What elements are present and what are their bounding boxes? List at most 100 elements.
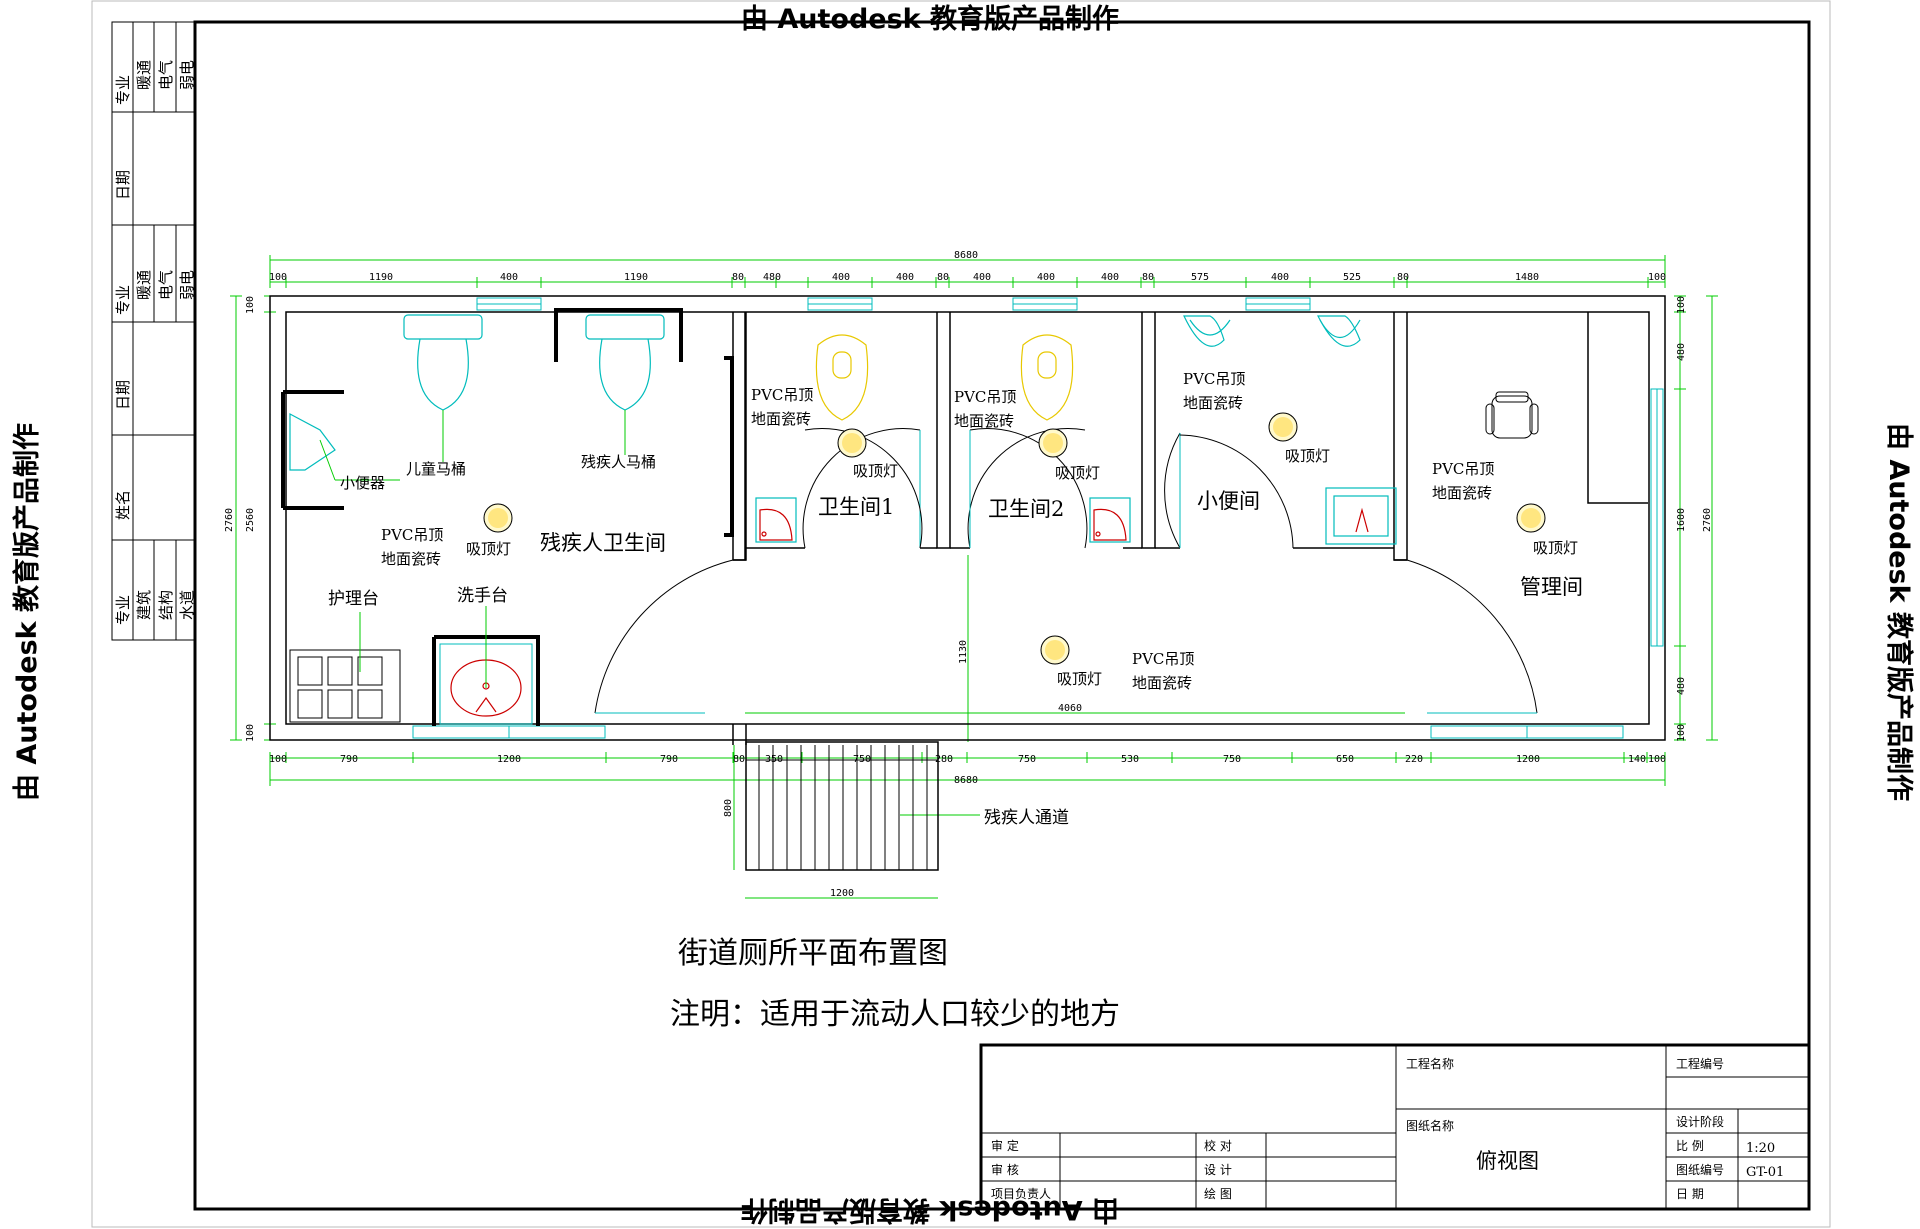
dim-corridor-width: 4060 bbox=[1058, 703, 1082, 714]
label-light-corridor: 吸顶灯 bbox=[1057, 670, 1102, 688]
dim-top-8: 80 bbox=[937, 272, 949, 283]
dimension-text-vertical: 2760 2560 100 100 100 480 1600 480 100 2… bbox=[224, 296, 1713, 899]
title-block-text: 工程名称 工程编号 图纸名称 俯视图 设计阶段 比 例 1:20 图纸编号 GT… bbox=[991, 1056, 1784, 1201]
label-ceiling-urinal: PVC吊顶 bbox=[1183, 370, 1245, 388]
tb-review-label: 审 定 bbox=[991, 1138, 1019, 1153]
leader-lines bbox=[319, 410, 626, 688]
side-item-hvac-1: 暖通 bbox=[135, 60, 153, 90]
dim-bot-14: 140 bbox=[1628, 754, 1646, 765]
label-floor-wc1: 地面瓷砖 bbox=[751, 410, 811, 428]
label-light-wc2: 吸顶灯 bbox=[1055, 464, 1100, 482]
label-floor-corridor: 地面瓷砖 bbox=[1132, 674, 1192, 692]
dim-top-5: 480 bbox=[763, 272, 781, 283]
tb-design-stage-label: 设计阶段 bbox=[1676, 1114, 1724, 1129]
label-floor-accessible: 地面瓷砖 bbox=[381, 550, 441, 568]
label-ramp: 残疾人通道 bbox=[984, 808, 1069, 828]
side-item-weak-1: 弱电 bbox=[178, 60, 196, 90]
dim-top-16: 80 bbox=[1397, 272, 1409, 283]
tb-drawing-no-label: 图纸编号 bbox=[1676, 1162, 1724, 1177]
dimension-ticks bbox=[230, 255, 1718, 786]
dim-top-13: 575 bbox=[1191, 272, 1209, 283]
label-ceiling-mgmt: PVC吊顶 bbox=[1432, 460, 1494, 478]
dim-right-0: 100 bbox=[1676, 296, 1687, 314]
tb-audit-label: 审 核 bbox=[991, 1162, 1019, 1177]
dim-top-18: 100 bbox=[1648, 272, 1666, 283]
dimension-lines bbox=[235, 259, 1713, 899]
dim-top-11: 400 bbox=[1101, 272, 1119, 283]
label-floor-urinal: 地面瓷砖 bbox=[1183, 394, 1243, 412]
dim-top-1: 1190 bbox=[369, 272, 393, 283]
watermark-right: 由 Autodesk 教育版产品制作 bbox=[1883, 423, 1915, 801]
side-table-text: 专业 暖通 电气 弱电 日期 专业 暖通 电气 弱电 日期 姓名 专业 建筑 结… bbox=[114, 60, 196, 625]
dim-ramp-width: 1200 bbox=[830, 888, 854, 899]
room-wc1: 卫生间1 bbox=[818, 495, 894, 519]
label-nursing-table: 护理台 bbox=[328, 589, 379, 609]
squat-toilets bbox=[815, 334, 1074, 421]
tb-drawing-no: GT-01 bbox=[1746, 1165, 1784, 1180]
dim-ramp-depth: 800 bbox=[723, 799, 734, 817]
side-item-arch: 建筑 bbox=[135, 590, 153, 620]
dim-top-2: 400 bbox=[500, 272, 518, 283]
dim-right-2: 1600 bbox=[1676, 508, 1687, 532]
dim-bot-7: 280 bbox=[935, 754, 953, 765]
label-light-urinal: 吸顶灯 bbox=[1285, 447, 1330, 465]
label-ceiling-wc2: PVC吊顶 bbox=[954, 388, 1016, 406]
label-wash-basin: 洗手台 bbox=[457, 586, 508, 606]
label-ceiling-accessible: PVC吊顶 bbox=[381, 526, 443, 544]
dim-corridor-height: 1130 bbox=[958, 640, 969, 664]
grab-bars bbox=[281, 308, 734, 726]
tb-draw-label: 绘 图 bbox=[1204, 1186, 1232, 1201]
walls bbox=[269, 295, 1666, 871]
side-label-name: 姓名 bbox=[114, 490, 132, 520]
dim-right-4: 100 bbox=[1676, 724, 1687, 742]
label-ceiling-corridor: PVC吊顶 bbox=[1132, 650, 1194, 668]
dim-right-1: 480 bbox=[1676, 343, 1687, 361]
dim-left-outer: 2760 bbox=[224, 508, 235, 532]
label-child-toilet: 儿童马桶 bbox=[406, 460, 466, 478]
dim-overall-top: 8680 bbox=[954, 250, 978, 261]
dim-bot-4: 80 bbox=[733, 754, 745, 765]
dim-top-9: 400 bbox=[973, 272, 991, 283]
tb-project-lead-label: 项目负责人 bbox=[991, 1187, 1051, 1201]
side-label-specialty-3: 专业 bbox=[114, 595, 132, 625]
dim-top-7: 400 bbox=[896, 272, 914, 283]
nursing-table-graphic bbox=[289, 649, 401, 723]
dim-bot-1: 790 bbox=[340, 754, 358, 765]
label-light-accessible: 吸顶灯 bbox=[466, 540, 511, 558]
dim-bot-8: 750 bbox=[1018, 754, 1036, 765]
dimension-text-top: 8680 100 1190 400 1190 80 480 400 400 80… bbox=[269, 250, 1666, 283]
dim-top-4: 80 bbox=[732, 272, 744, 283]
dim-left-inner: 2560 bbox=[245, 508, 256, 532]
dim-bot-15: 100 bbox=[1648, 754, 1666, 765]
side-item-hvac-2: 暖通 bbox=[135, 270, 153, 300]
dim-top-15: 525 bbox=[1343, 272, 1361, 283]
title-block-frame bbox=[979, 1043, 1811, 1211]
side-label-date-2: 日期 bbox=[114, 380, 132, 410]
dim-top-10: 400 bbox=[1037, 272, 1055, 283]
doors bbox=[594, 428, 1538, 714]
dim-overall-bottom: 8680 bbox=[954, 775, 978, 786]
dim-top-0: 100 bbox=[269, 272, 287, 283]
dim-bot-2: 1200 bbox=[497, 754, 521, 765]
dim-bot-3: 790 bbox=[660, 754, 678, 765]
side-item-electric-1: 电气 bbox=[157, 60, 175, 90]
room-management: 管理间 bbox=[1520, 575, 1583, 599]
drawing-title: 街道厕所平面布置图 bbox=[678, 936, 948, 971]
room-accessible: 残疾人卫生间 bbox=[540, 531, 666, 555]
tb-check-label: 校 对 bbox=[1204, 1138, 1232, 1153]
ramp-steps bbox=[746, 745, 938, 870]
tb-drawing-name-label: 图纸名称 bbox=[1406, 1118, 1454, 1133]
side-item-electric-2: 电气 bbox=[157, 270, 175, 300]
office-chair-icon bbox=[1485, 391, 1539, 439]
room-wc2: 卫生间2 bbox=[988, 497, 1064, 521]
red-fixtures bbox=[450, 507, 1369, 717]
label-ceiling-wc1: PVC吊顶 bbox=[751, 386, 813, 404]
label-light-mgmt: 吸顶灯 bbox=[1533, 539, 1578, 557]
side-item-struct: 结构 bbox=[157, 590, 175, 620]
dim-bot-13: 1200 bbox=[1516, 754, 1540, 765]
paper-border bbox=[91, 0, 1831, 1228]
drawing-note: 注明：适用于流动人口较少的地方 bbox=[670, 997, 1120, 1032]
dim-top-14: 400 bbox=[1271, 272, 1289, 283]
side-label-specialty-2: 专业 bbox=[114, 285, 132, 315]
label-floor-mgmt: 地面瓷砖 bbox=[1432, 484, 1492, 502]
